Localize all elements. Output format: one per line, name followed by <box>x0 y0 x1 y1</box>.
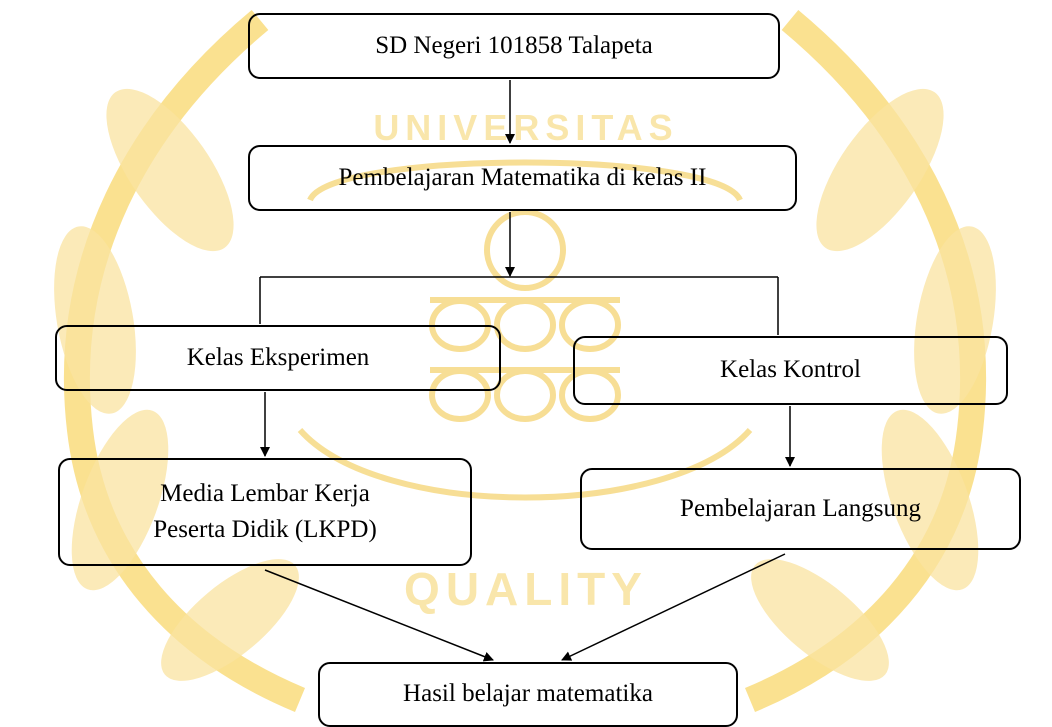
node-result-label: Hasil belajar matematika <box>403 680 653 708</box>
node-school: SD Negeri 101858 Talapeta <box>248 13 780 79</box>
arrow-lkpd-to-result <box>264 569 494 662</box>
node-lkpd-media-label: Media Lembar Kerja Peserta Didik (LKPD) <box>153 479 377 543</box>
node-control-class: Kelas Kontrol <box>573 336 1008 405</box>
node-lesson-label: Pembelajaran Matematika di kelas II <box>338 163 707 191</box>
arrow-direct-to-result <box>561 553 786 661</box>
node-school-label: SD Negeri 101858 Talapeta <box>375 31 653 59</box>
watermark-text-bottom: QUALITY <box>404 563 648 615</box>
node-lkpd-media: Media Lembar Kerja Peserta Didik (LKPD) <box>58 458 472 566</box>
node-direct-learning: Pembelajaran Langsung <box>580 468 1021 550</box>
node-lesson: Pembelajaran Matematika di kelas II <box>248 145 797 211</box>
node-direct-learning-label: Pembelajaran Langsung <box>680 494 921 522</box>
node-control-class-label: Kelas Kontrol <box>720 356 861 384</box>
node-result: Hasil belajar matematika <box>318 662 738 727</box>
watermark-text-top: UNIVERSITAS <box>373 107 678 148</box>
node-experiment-class: Kelas Eksperimen <box>55 325 501 391</box>
node-experiment-class-label: Kelas Eksperimen <box>186 343 370 371</box>
